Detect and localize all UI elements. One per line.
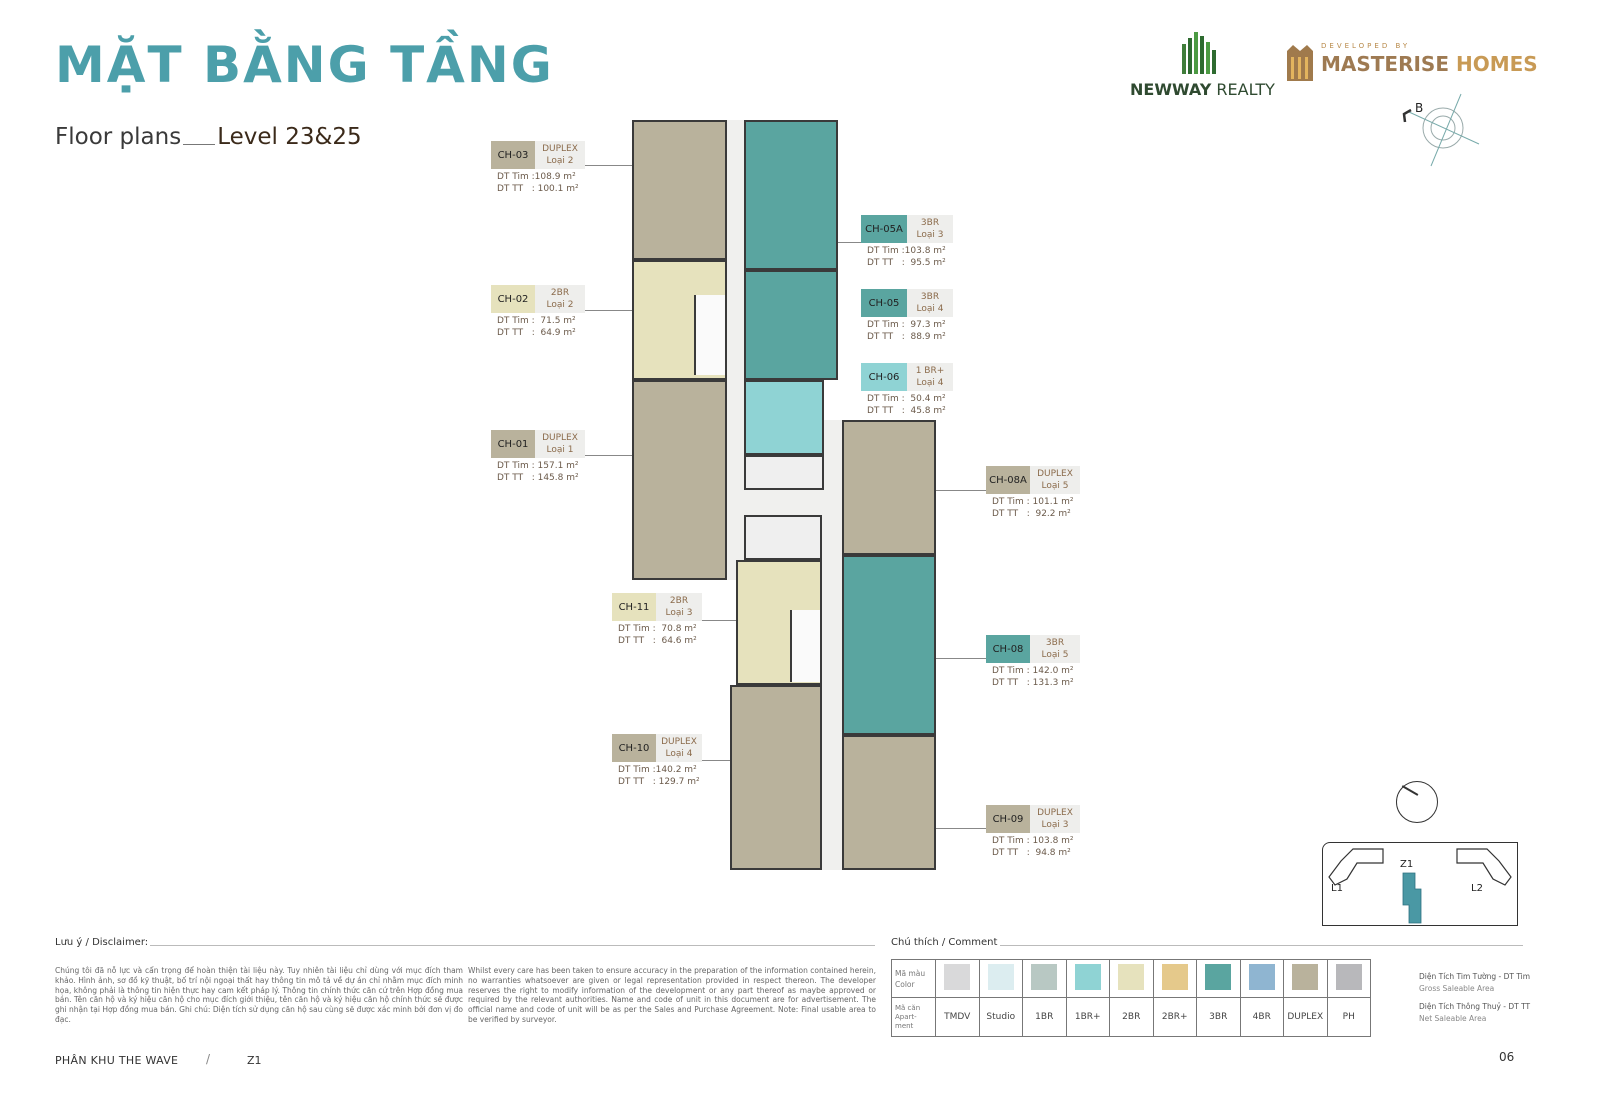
newway-wordmark: NEWWAY REALTY <box>1130 80 1275 99</box>
unit-code: CH-09 <box>986 805 1030 833</box>
core-lifts <box>744 455 824 490</box>
masterise-homes-logo: DEVELOPED BY MASTERISE HOMES <box>1285 40 1538 84</box>
unit-code: CH-08A <box>986 466 1030 494</box>
swatch-ph <box>1335 964 1362 990</box>
page-title: MẶT BẰNG TẦNG <box>55 36 554 94</box>
subtitle-rule <box>183 144 216 145</box>
unit-ch-08a-plan <box>842 420 936 555</box>
unit-ch-02-plan <box>632 260 727 380</box>
unit-code: CH-05A <box>861 215 907 243</box>
masterise-crest-icon <box>1287 45 1313 81</box>
unit-code: CH-10 <box>612 734 656 762</box>
unit-code: CH-01 <box>491 430 535 458</box>
core-lifts-lower <box>744 515 822 560</box>
key-plan-buildings-icon <box>1328 848 1512 924</box>
key-plan: L1 Z1 L2 <box>1322 842 1518 926</box>
unit-ch-05a-plan <box>744 120 838 270</box>
unit-ch-11-plan <box>736 560 822 685</box>
unit-code: CH-08 <box>986 635 1030 663</box>
swatch-4br <box>1248 964 1275 990</box>
comment-title: Chú thích / Comment <box>891 937 1523 948</box>
disclaimer-vi: Chúng tôi đã nỗ lực và cẩn trọng để hoàn… <box>55 966 463 1024</box>
unit-ch-03-plan <box>632 120 727 260</box>
unit-ch-09-plan <box>842 735 936 870</box>
swatch-duplex <box>1292 964 1319 990</box>
swatch-2br <box>1118 964 1145 990</box>
swatch-tmdv <box>944 964 971 990</box>
unit-code: CH-06 <box>861 363 907 391</box>
unit-ch-05-plan <box>744 270 838 380</box>
page-number: 06 <box>1499 1050 1515 1064</box>
swatch-1br <box>1031 964 1058 990</box>
unit-code: CH-02 <box>491 285 535 313</box>
unit-ch-06-plan <box>744 380 824 455</box>
unit-ch-01-plan <box>632 380 727 580</box>
orientation-compass-icon: B <box>1402 93 1480 167</box>
color-legend-table: Mã màu Color Mã căn Apart- ment TMDV Stu… <box>891 959 1371 1037</box>
unit-code: CH-03 <box>491 141 535 169</box>
swatch-1br-plus <box>1074 964 1101 990</box>
unit-code: CH-05 <box>861 289 907 317</box>
swatch-3br <box>1205 964 1232 990</box>
masterise-wordmark: MASTERISE HOMES <box>1321 52 1538 76</box>
footer-zone: PHÂN KHU THE WAVE <box>55 1054 179 1067</box>
footer-separator: / <box>206 1052 211 1066</box>
unit-ch-08-plan <box>842 555 936 735</box>
level-label: Level 23&25 <box>217 124 362 150</box>
subtitle-label: Floor plans <box>55 124 182 150</box>
disclaimer-en: Whilst every care has been taken to ensu… <box>468 966 876 1024</box>
disclaimer-title: Lưu ý / Disclaimer: <box>55 937 875 948</box>
unit-code: CH-11 <box>612 593 656 621</box>
swatch-studio <box>987 964 1014 990</box>
swatch-2br-plus <box>1161 964 1188 990</box>
north-dial-icon <box>1396 781 1438 823</box>
newway-realty-logo: NEWWAY REALTY <box>1130 30 1275 102</box>
footer-subzone: Z1 <box>247 1054 262 1067</box>
page-subtitle: Floor plans Level 23&25 <box>55 124 362 150</box>
newway-building-icon <box>1182 32 1216 74</box>
svg-text:B: B <box>1415 101 1423 115</box>
unit-ch-10-plan <box>730 685 822 870</box>
